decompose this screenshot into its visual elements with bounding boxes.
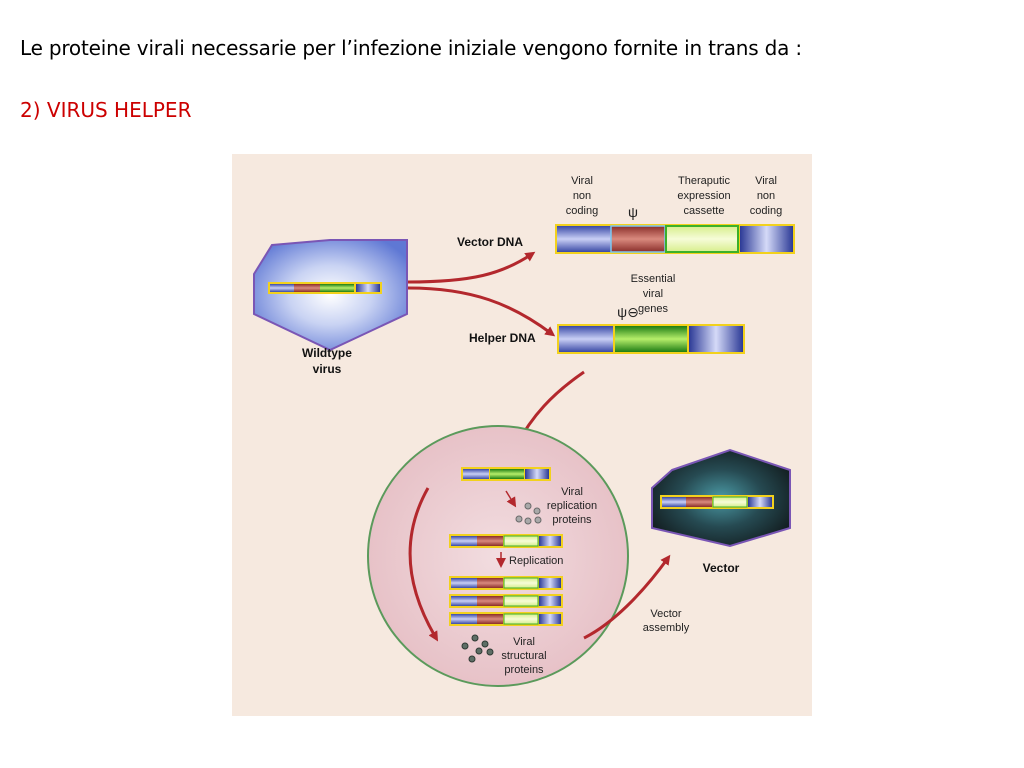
wildtype-dna-red	[294, 284, 320, 292]
structural-protein-dots	[461, 634, 494, 663]
therapeutic-line2: expression	[677, 190, 730, 202]
cell-vector-dna-2	[449, 576, 563, 590]
vector-dna-psi-segment	[610, 225, 666, 253]
helper-dna-blue-right	[689, 326, 743, 352]
wildtype-label-line2: virus	[313, 362, 342, 376]
structural-proteins-line3: proteins	[504, 664, 544, 676]
wildtype-dna-blue-right	[356, 284, 380, 292]
helper-virus-diagram: Wildtype virus Vector DNA Viral non codi…	[232, 154, 812, 716]
psi-label: ψ	[628, 204, 638, 220]
vector-assembly-line2: assembly	[643, 622, 690, 634]
wildtype-dna-green	[320, 284, 354, 292]
arrow-to-vector	[583, 554, 671, 640]
replication-proteins-line3: proteins	[552, 514, 592, 526]
arrow-to-replication-proteins	[505, 490, 517, 508]
helper-dna-bar	[557, 324, 745, 354]
structural-proteins-line2: structural	[501, 650, 546, 662]
helper-dna-blue-left	[559, 326, 613, 352]
arrow-to-helper-dna	[407, 286, 556, 337]
vector-label: Vector	[703, 561, 740, 575]
replication-proteins-line1: Viral	[561, 486, 583, 498]
vector-particle-dna-red	[686, 497, 712, 507]
slide-subtitle: 2) VIRUS HELPER	[20, 98, 192, 122]
wildtype-capsid-shape	[253, 239, 408, 352]
vector-particle-dna-blue-right	[748, 497, 772, 507]
vector-dna-blue-left	[557, 226, 611, 252]
cell-cycle-arrow	[408, 487, 439, 642]
viral-noncoding-left-line1: Viral	[571, 175, 593, 187]
structural-proteins-line1: Viral	[513, 636, 535, 648]
wildtype-dna-blue-left	[270, 284, 294, 292]
cell-helper-blue-left	[463, 469, 489, 479]
viral-noncoding-right-line2: non	[757, 190, 775, 202]
vector-dna-cassette	[665, 225, 739, 253]
vector-dna-bar	[555, 224, 795, 254]
vector-dna-blue-right	[740, 226, 793, 252]
wildtype-label-line1: Wildtype	[302, 346, 352, 360]
viral-noncoding-right-line3: coding	[750, 205, 782, 217]
therapeutic-line3: cassette	[684, 205, 725, 217]
vector-particle-dna-cassette	[712, 496, 748, 508]
vector-assembly-line1: Vector	[650, 608, 682, 620]
vector-particle	[651, 448, 791, 548]
replication-proteins-line2: replication	[547, 500, 597, 512]
diagram-svg: Wildtype virus Vector DNA Viral non codi…	[253, 175, 795, 687]
psi-minus-label: ψ⊖	[617, 304, 639, 320]
cell-helper-green	[490, 469, 524, 479]
cell-vector-dna-3	[449, 594, 563, 608]
cell-vector-dna-4	[449, 612, 563, 626]
essential-line3: genes	[638, 303, 668, 315]
vector-particle-dna-blue-left	[662, 497, 686, 507]
producer-cell	[367, 425, 629, 687]
viral-noncoding-left-line2: non	[573, 190, 591, 202]
cell-helper-dna	[461, 467, 551, 481]
viral-noncoding-left-line3: coding	[566, 205, 598, 217]
arrow-to-vector-dna	[407, 251, 536, 284]
wildtype-virus	[253, 239, 408, 352]
essential-line1: Essential	[631, 273, 676, 285]
therapeutic-line1: Theraputic	[678, 175, 730, 187]
helper-dna-green	[615, 326, 687, 352]
slide-title: Le proteine virali necessarie per l’infe…	[20, 36, 802, 60]
helper-dna-label: Helper DNA	[469, 331, 536, 345]
viral-noncoding-right-line1: Viral	[755, 175, 777, 187]
cell-helper-blue-right	[525, 469, 549, 479]
vector-dna-label: Vector DNA	[457, 235, 523, 249]
essential-line2: viral	[643, 288, 663, 300]
cell-vector-dna-1	[449, 534, 563, 548]
replication-label: Replication	[509, 555, 563, 567]
replication-protein-dots	[515, 502, 542, 525]
